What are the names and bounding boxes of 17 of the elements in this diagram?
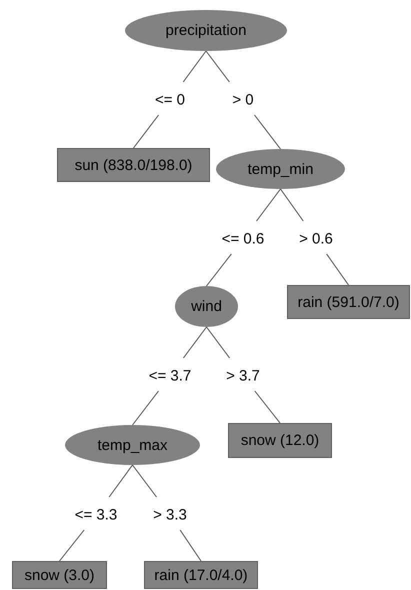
leaf-box: snow (3.0) [12,561,107,589]
connector-line [206,188,281,286]
connector-line [132,326,207,426]
leaf-box: sun (838.0/198.0) [57,148,210,182]
leaf-box: snow (12.0) [228,423,332,458]
decision-ellipse: wind [175,286,238,327]
decision-ellipse: precipitation [125,10,287,51]
decision-ellipse: temp_max [65,425,200,465]
connector-line [59,464,133,562]
leaf-box: rain (17.0/4.0) [144,561,258,589]
connector-line [133,50,206,148]
connector-line [280,188,349,286]
connector-line [206,326,280,424]
leaf-box: rain (591.0/7.0) [287,285,410,319]
decision-ellipse: temp_min [216,149,345,189]
connector-line [132,464,202,562]
connector-line [206,50,281,150]
